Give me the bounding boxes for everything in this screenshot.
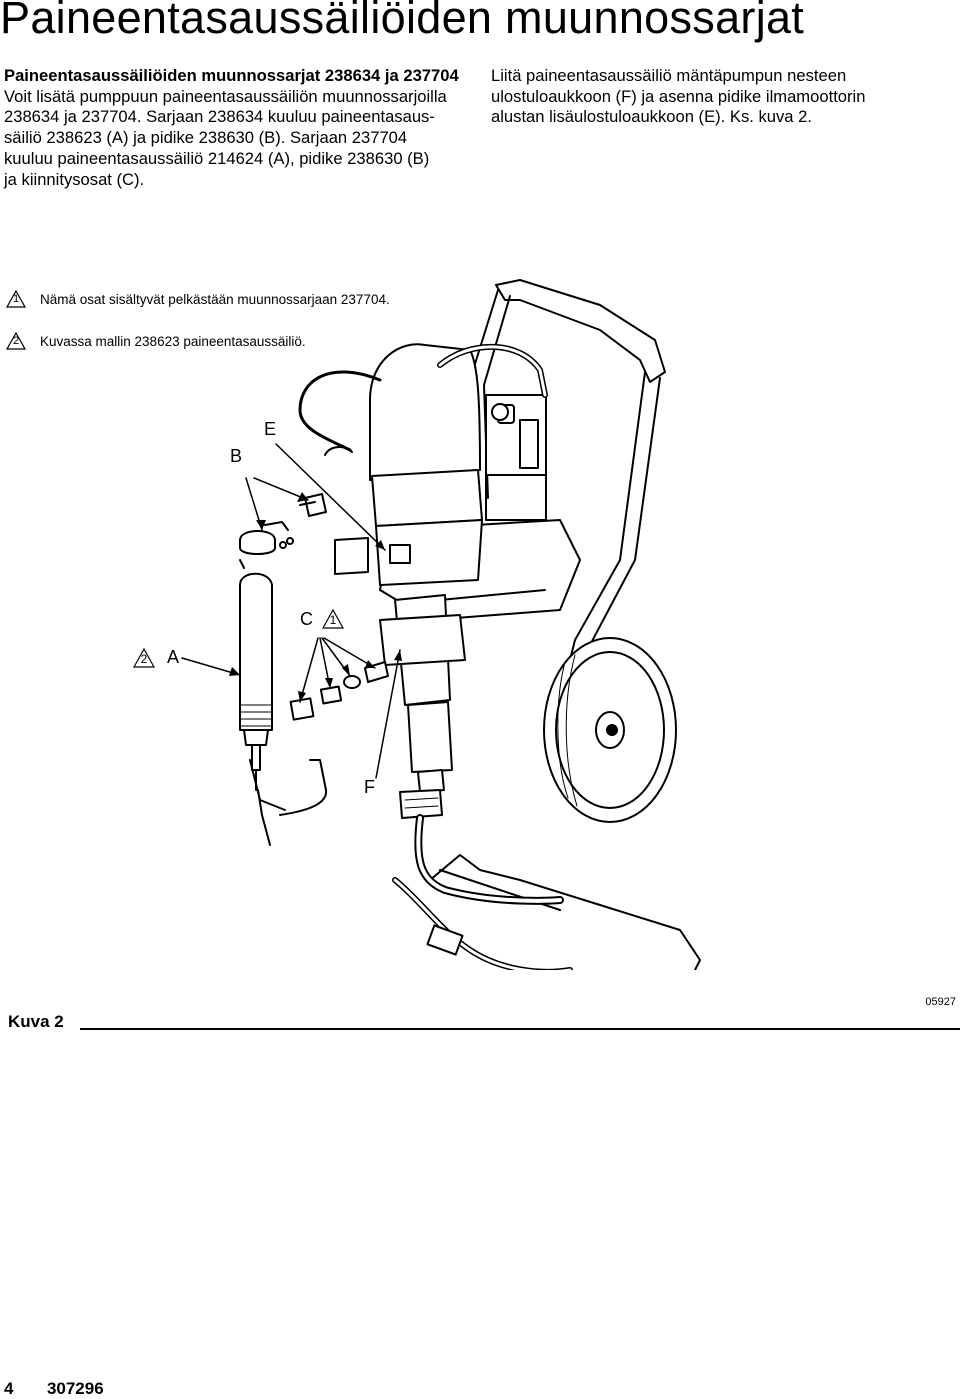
left-column: Paineentasaussäiliöiden muunnossarjat 23… bbox=[4, 66, 466, 190]
pump-assembly-illustration bbox=[181, 279, 701, 970]
body-line: 238634 ja 237704. Sarjaan 238634 kuuluu … bbox=[4, 107, 435, 127]
callout-symbol: 1 bbox=[329, 613, 337, 627]
body-line: ulostuloaukkoon (F) ja asenna pidike ilm… bbox=[491, 86, 866, 106]
body-line: Liitä paineentasaussäiliö mäntäpumpun ne… bbox=[491, 66, 847, 85]
page-title: Paineentasaussäiliöiden muunnossarjat bbox=[0, 0, 805, 43]
figure-rule bbox=[80, 1028, 960, 1030]
note-2: 2 Kuvassa mallin 238623 paineentasaussäi… bbox=[6, 332, 306, 350]
right-column: Liitä paineentasaussäiliö mäntäpumpun ne… bbox=[491, 66, 931, 128]
note-text: Nämä osat sisältyvät pelkästään muunnoss… bbox=[40, 291, 390, 307]
body-line: ja kiinnitysosat (C). bbox=[4, 169, 145, 189]
warning-triangle-icon: 1 bbox=[321, 608, 345, 629]
body-line: alustan lisäulostuloaukkoon (E). Ks. kuv… bbox=[491, 107, 812, 127]
note-1: 1 Nämä osat sisältyvät pelkästään muunno… bbox=[6, 290, 390, 308]
figure-number: 05927 bbox=[925, 996, 956, 1008]
note-text: Kuvassa mallin 238623 paineentasaussäili… bbox=[40, 333, 306, 349]
callout-b: B bbox=[230, 446, 243, 466]
note-symbol: 1 bbox=[12, 293, 20, 305]
callout-f: F bbox=[364, 777, 375, 797]
section-body: Voit lisätä pumppuun paineentasaussäiliö… bbox=[4, 87, 466, 191]
page-number: 4 bbox=[4, 1379, 14, 1398]
figure-caption: Kuva 2 bbox=[8, 1012, 64, 1031]
note-symbol: 2 bbox=[12, 335, 20, 347]
warning-triangle-icon: 1 bbox=[6, 290, 26, 308]
page-footer: 4 307296 bbox=[4, 1379, 104, 1399]
body-line: Voit lisätä pumppuun paineentasaussäiliö… bbox=[4, 86, 447, 106]
callout-a: A bbox=[167, 647, 180, 667]
body-line: säiliö 238623 (A) ja pidike 238630 (B). … bbox=[4, 128, 408, 148]
warning-triangle-icon: 2 bbox=[132, 647, 156, 668]
document-number: 307296 bbox=[46, 1379, 104, 1398]
callout-c: C bbox=[300, 609, 313, 629]
body-line: kuuluu paineentasaussäiliö 214624 (A), p… bbox=[4, 148, 430, 168]
warning-triangle-icon: 2 bbox=[6, 332, 26, 350]
callout-symbol: 2 bbox=[140, 652, 148, 666]
callout-e: E bbox=[264, 419, 277, 439]
section-heading: Paineentasaussäiliöiden muunnossarjat 23… bbox=[4, 66, 459, 85]
